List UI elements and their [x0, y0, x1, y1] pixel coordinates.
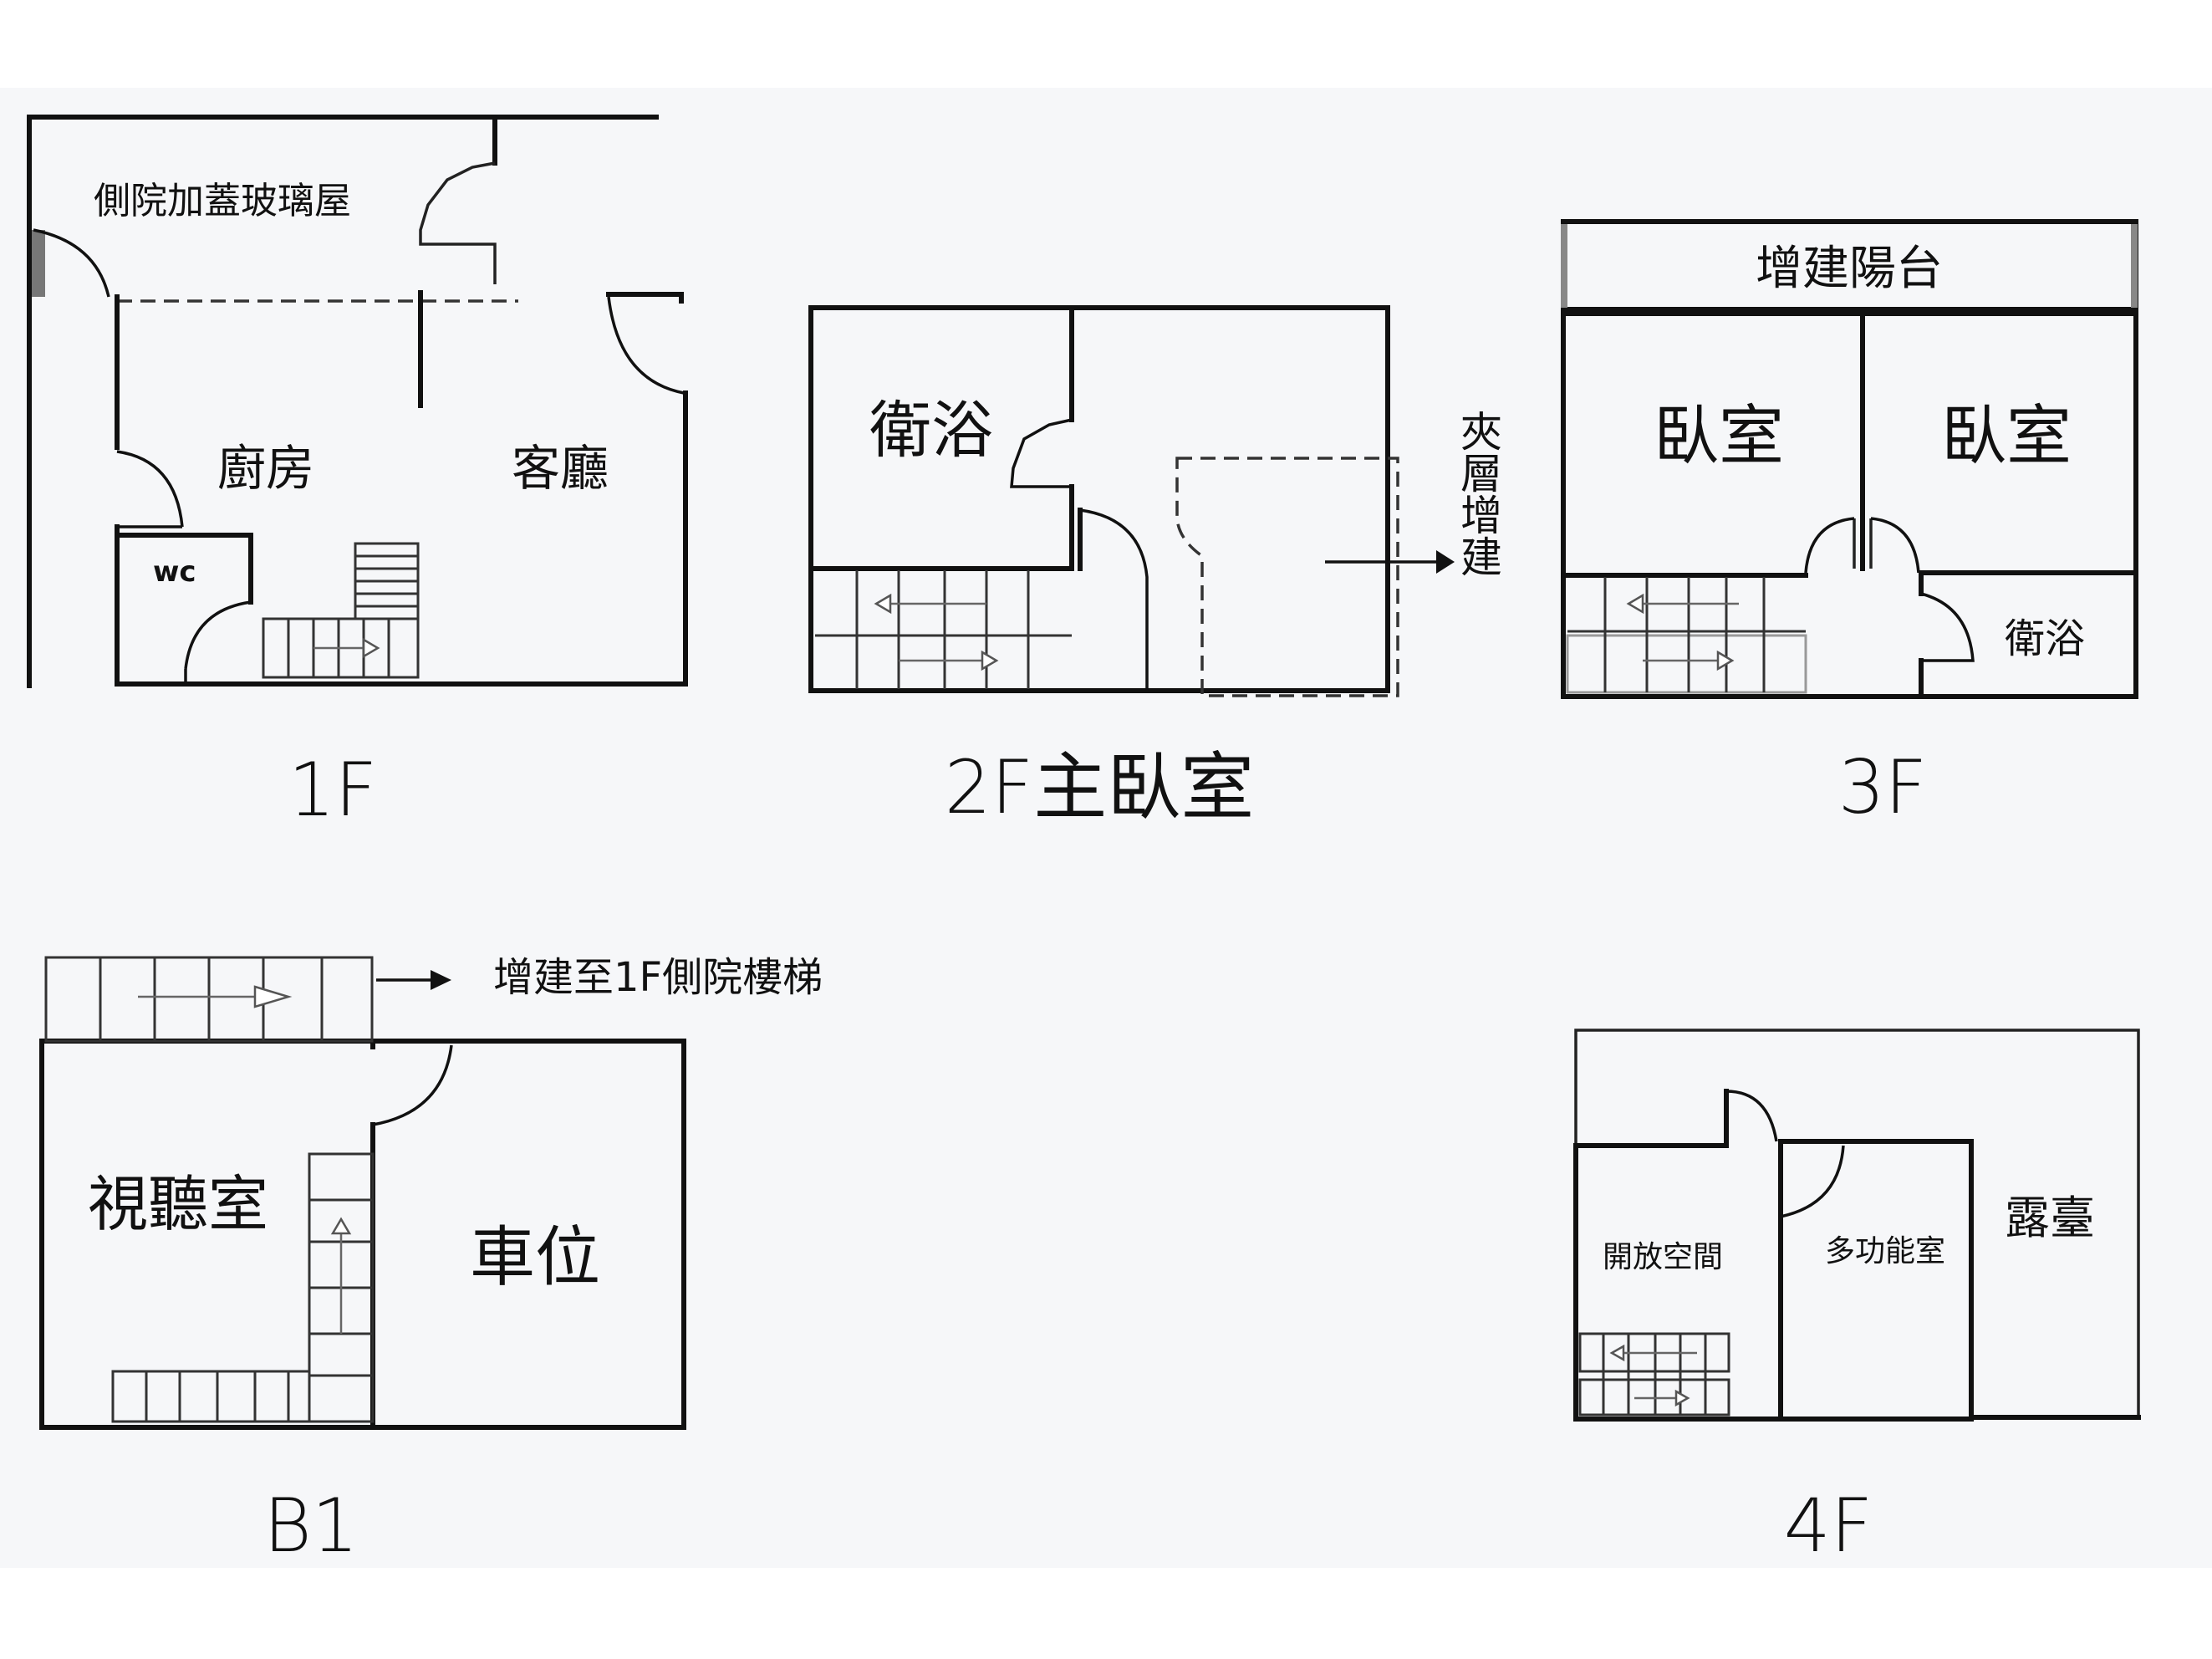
1f-glass-door-frame [32, 230, 45, 297]
b1-floor-label: B1 [263, 1483, 359, 1569]
3f-bedroom-right-door [1870, 517, 1920, 574]
2f-mezzanine-dashed [1175, 457, 1399, 697]
2f-floor-label: 2F主臥室 [945, 744, 1255, 830]
2f-bath-door [1010, 418, 1073, 488]
2f-stair-arrow-down [981, 650, 999, 671]
2f-stairs [815, 570, 1072, 689]
floor-2f-plan: 衛浴 夾層增建 2F主臥室 [808, 305, 1502, 830]
1f-side-glass-house-label: 側院加蓋玻璃屋 [94, 180, 351, 222]
1f-wc-walls [115, 533, 253, 605]
4f-terrace-outline [1574, 1029, 2140, 1417]
1f-stair-arrow [362, 637, 380, 659]
3f-stairs [1566, 577, 1807, 694]
1f-wc-door [184, 600, 252, 670]
4f-multi-room-label: 多功能室 [1825, 1234, 1945, 1268]
plan-background [0, 88, 2212, 1568]
3f-bedroom-right-label: 臥室 [1941, 399, 2072, 474]
1f-wc-label: wc [153, 555, 196, 589]
1f-house-outline [115, 391, 688, 687]
1f-floor-label: 1F [288, 747, 378, 833]
b1-theater-label: 視聽室 [88, 1169, 268, 1239]
1f-kitchen-label: 廚房 [217, 440, 314, 497]
2f-stair-arrow-up [874, 593, 892, 615]
1f-entrance-door [607, 296, 685, 395]
3f-bath-door [1920, 592, 1975, 662]
floor-4f-plan: 開放空間 多功能室 露臺 4F [1573, 1029, 2141, 1569]
1f-west-door-arc [33, 228, 110, 298]
4f-stairwell-walls [1573, 1089, 1729, 1148]
2f-stair-door [1079, 508, 1149, 691]
3f-stair-arrow-down [1716, 650, 1735, 671]
3f-stair-arrow-up [1626, 593, 1644, 615]
4f-stair-arrow-up [1609, 1344, 1625, 1362]
2f-outline [808, 305, 1390, 693]
3f-balcony-label: 增建陽台 [1756, 242, 1943, 296]
4f-multi-room-door [1780, 1145, 1845, 1218]
2f-bath-label: 衛浴 [869, 395, 993, 467]
3f-bedroom-left-label: 臥室 [1654, 399, 1784, 474]
2f-mezzanine-arrowhead [1436, 550, 1455, 574]
1f-stairs [262, 542, 420, 679]
1f-living-room-label: 客廳 [512, 440, 609, 497]
b1-note-arrow [431, 970, 451, 990]
1f-glass-house-door [419, 161, 497, 284]
b1-parking-label: 車位 [470, 1220, 600, 1295]
3f-outline [1561, 311, 2138, 699]
3f-bath-label: 衛浴 [2005, 615, 2085, 662]
4f-stair-arrow-down [1674, 1389, 1690, 1407]
4f-stairs [1578, 1332, 1730, 1417]
b1-extension-note: 增建至1F側院樓梯 [493, 954, 823, 1001]
2f-mezzanine-note: 夾層增建 [1454, 410, 1502, 577]
4f-open-space-door [1725, 1090, 1778, 1142]
4f-open-space-label: 開放空間 [1603, 1240, 1723, 1274]
3f-floor-label: 3F [1838, 744, 1928, 830]
4f-floor-label: 4F [1784, 1483, 1873, 1569]
1f-kitchen-door [116, 450, 184, 528]
floor-1f-plan: 側院加蓋玻璃屋 廚房 客廳 wc 1F [27, 115, 688, 833]
b1-interior-stair-arrow [330, 1217, 352, 1235]
b1-exterior-stair-arrow [253, 985, 293, 1008]
4f-terrace-label: 露臺 [2005, 1192, 2095, 1244]
floor-b1-plan: 增建至1F側院樓梯 視聽室 車位 B1 [39, 954, 823, 1569]
b1-garage-door [372, 1044, 453, 1126]
floor-3f-plan: 增建陽台 臥室 臥室 衛浴 3F [1561, 219, 2138, 830]
3f-bedroom-left-door [1804, 517, 1855, 574]
2f-bath-walls [808, 484, 1074, 571]
4f-multi-room-walls [1778, 1139, 1974, 1420]
